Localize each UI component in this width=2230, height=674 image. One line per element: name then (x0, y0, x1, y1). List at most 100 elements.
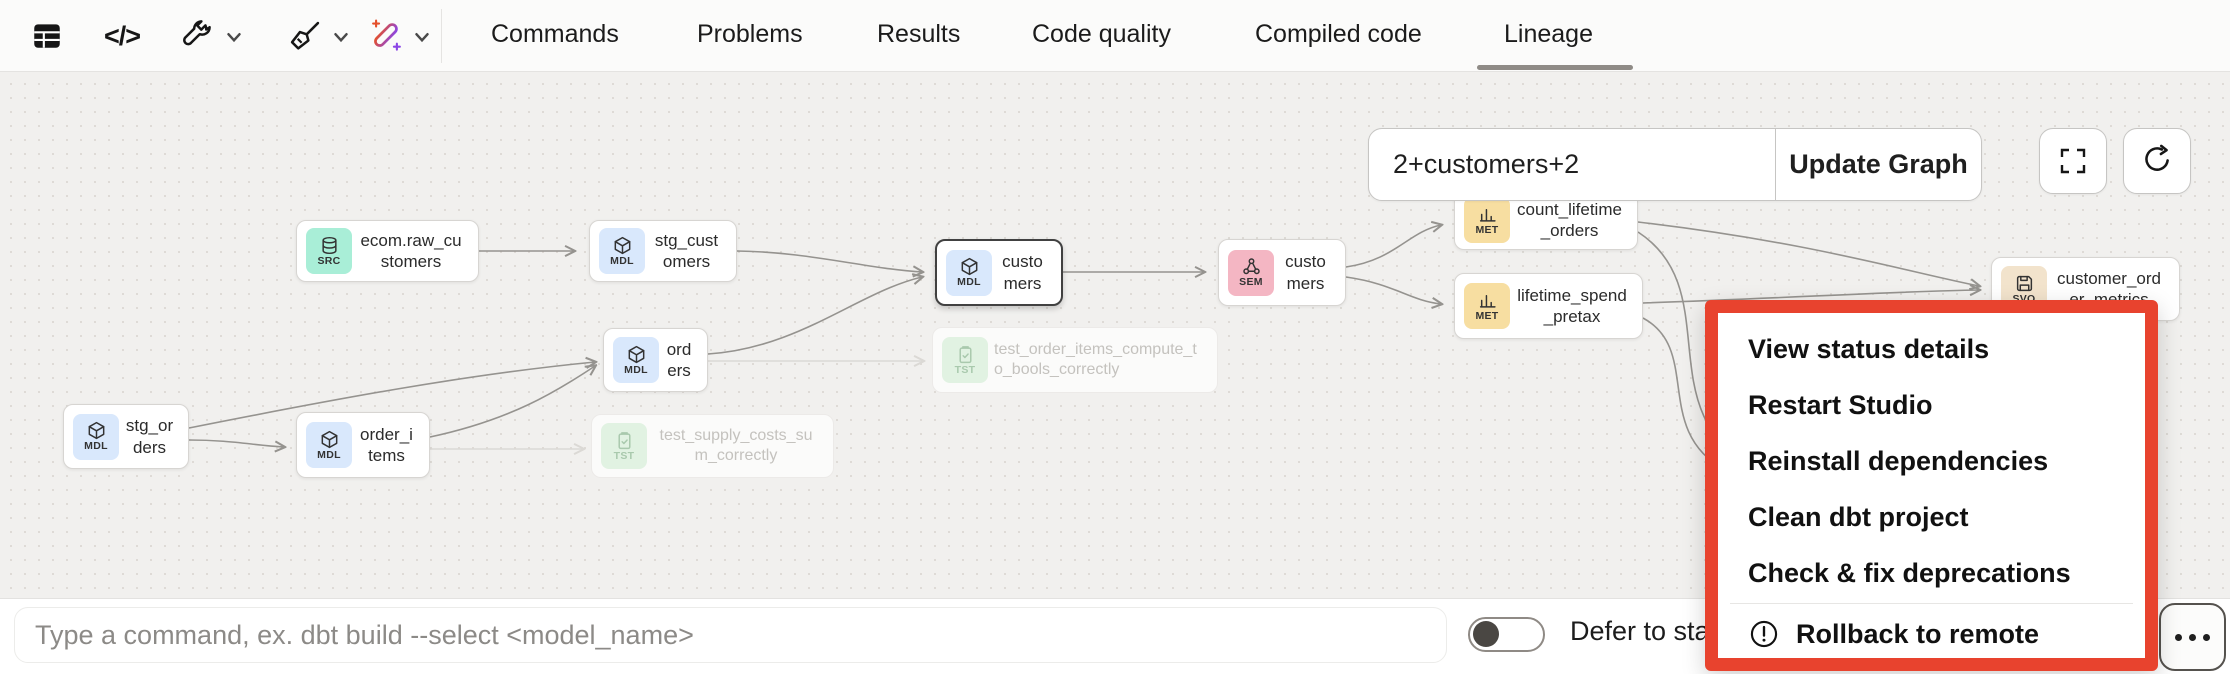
semantic-badge: SEM (1228, 249, 1274, 296)
tab-lineage[interactable]: Lineage (1504, 20, 1593, 48)
tab-compiled-code[interactable]: Compiled code (1255, 20, 1422, 48)
code-icon[interactable]: </> (103, 17, 141, 55)
bar-chart-icon (1479, 294, 1496, 308)
test-badge: TST (601, 423, 647, 469)
ellipsis-icon (2189, 633, 2196, 641)
source-badge: SRC (306, 228, 352, 274)
bar-chart-icon (1479, 208, 1496, 222)
fullscreen-icon (2060, 148, 2086, 174)
menu-divider (1730, 603, 2133, 604)
code-icon-glyph: </> (103, 20, 141, 51)
node-lifetime-spend-pretax[interactable]: MET lifetime_spend_pretax (1454, 273, 1643, 339)
table-icon[interactable] (28, 17, 66, 55)
cube-icon (88, 422, 104, 440)
badge-label: SEM (1239, 276, 1263, 289)
node-label: test_supply_costs_sum_correctly (659, 427, 813, 464)
chevron-down-icon[interactable] (224, 27, 244, 47)
menu-item-restart-studio[interactable]: Restart Studio (1748, 389, 1933, 420)
cube-icon (614, 236, 630, 254)
active-tab-indicator (1477, 65, 1633, 70)
badge-label: MDL (624, 363, 648, 376)
badge-label: SVQ (2012, 292, 2036, 305)
semantic-graph-icon (1242, 258, 1260, 275)
cube-icon (961, 258, 977, 276)
metric-badge: MET (1464, 197, 1510, 243)
menu-item-view-status-details[interactable]: View status details (1748, 333, 1990, 364)
status-context-menu: View status details Restart Studio Reins… (1705, 300, 2158, 671)
menu-item-rollback-to-remote[interactable]: Rollback to remote (1718, 606, 2145, 662)
node-label: order_items (360, 424, 413, 465)
badge-label: TST (613, 449, 635, 462)
alert-circle-icon (1750, 620, 1778, 648)
node-test-order-items[interactable]: TST test_order_items_compute_to_bools_co… (932, 327, 1218, 393)
defer-toggle[interactable] (1468, 617, 1545, 652)
ellipsis-icon (2175, 633, 2182, 641)
magic-wand-icon-glyph (372, 19, 401, 51)
badge-label: MDL (317, 448, 341, 461)
model-badge: MDL (613, 337, 659, 383)
selector-input[interactable]: 2+customers+2 (1369, 129, 1776, 200)
clipboard-check-icon (617, 431, 631, 449)
chevron-down-icon[interactable] (331, 27, 351, 47)
node-ecom-raw-customers[interactable]: SRC ecom.raw_customers (296, 220, 479, 282)
badge-label: MDL (84, 440, 108, 453)
wrench-icon[interactable] (178, 17, 216, 55)
node-stg-orders[interactable]: MDL stg_orders (63, 404, 189, 469)
model-badge: MDL (73, 413, 119, 460)
node-test-supply-costs[interactable]: TST test_supply_costs_sum_correctly (591, 414, 834, 478)
ellipsis-icon (2203, 633, 2210, 641)
badge-label: MET (1475, 223, 1499, 236)
clipboard-check-icon (958, 345, 972, 363)
defer-label: Defer to sta (1570, 616, 1710, 646)
node-stg-customers[interactable]: MDL stg_customers (589, 220, 737, 282)
menu-item-check-fix-deprecations[interactable]: Check & fix deprecations (1748, 557, 2071, 588)
toggle-knob (1473, 621, 1499, 647)
floppy-disk-icon (2016, 275, 2032, 291)
menu-item-clean-dbt-project[interactable]: Clean dbt project (1748, 501, 1969, 532)
badge-label: MET (1475, 309, 1499, 322)
node-label: orders (666, 339, 692, 380)
chevron-down-icon[interactable] (412, 27, 432, 47)
update-graph-button[interactable]: Update Graph (1789, 149, 1968, 179)
menu-item-label: Rollback to remote (1796, 618, 2040, 649)
tab-results[interactable]: Results (877, 20, 961, 48)
cube-icon (628, 345, 644, 363)
wrench-icon-glyph (183, 20, 211, 46)
tab-commands[interactable]: Commands (491, 20, 619, 48)
node-customers-semantic[interactable]: SEM customers (1218, 239, 1346, 306)
model-badge: MDL (306, 422, 352, 468)
menu-item-reinstall-dependencies[interactable]: Reinstall dependencies (1748, 445, 2049, 476)
node-label: lifetime_spend_pretax (1517, 285, 1627, 326)
model-badge: MDL (599, 228, 645, 274)
tab-code-quality[interactable]: Code quality (1032, 20, 1171, 48)
test-badge: TST (942, 337, 988, 383)
badge-label: SRC (317, 254, 341, 267)
node-label: stg_orders (125, 416, 174, 457)
refresh-button[interactable] (2123, 128, 2191, 194)
broom-icon-glyph (290, 21, 320, 50)
node-label: customers (1002, 252, 1043, 293)
metric-badge: MET (1464, 283, 1510, 329)
badge-label: MDL (957, 276, 981, 289)
magic-wand-icon[interactable] (366, 17, 404, 55)
tab-problems[interactable]: Problems (697, 20, 803, 48)
broom-icon[interactable] (286, 17, 324, 55)
node-orders[interactable]: MDL orders (603, 328, 708, 392)
node-customers-model[interactable]: MDL customers (935, 239, 1063, 306)
node-order-items[interactable]: MDL order_items (296, 412, 430, 478)
node-label: stg_customers (654, 230, 719, 271)
toolbar-divider (441, 9, 442, 63)
node-label: count_lifetime_orders (1517, 199, 1622, 240)
badge-label: MDL (610, 254, 634, 267)
refresh-icon (2145, 144, 2169, 171)
database-icon (321, 236, 337, 254)
badge-label: TST (954, 363, 976, 376)
fullscreen-button[interactable] (2039, 128, 2107, 194)
table-icon-glyph (34, 24, 60, 48)
top-toolbar: </> Commands Problems Results Co (0, 0, 2230, 72)
node-label: test_order_items_compute_to_bools_correc… (994, 341, 1197, 378)
node-label: customers (1285, 252, 1326, 293)
command-input[interactable]: Type a command, ex. dbt build --select <… (14, 607, 1447, 663)
more-options-button[interactable] (2159, 603, 2226, 671)
node-label: ecom.raw_customers (360, 230, 462, 271)
